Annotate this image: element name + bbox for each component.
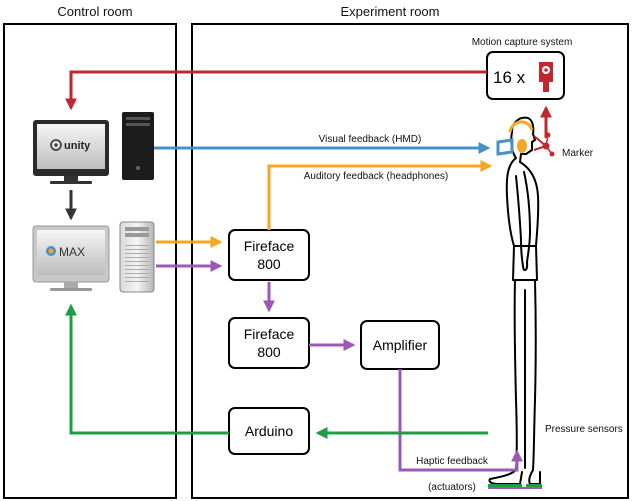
auditory-feedback-arrow <box>267 160 493 230</box>
max-label: MAX <box>59 245 85 259</box>
max-computer-tower <box>119 221 155 293</box>
pressure-sensor-right <box>526 484 542 487</box>
max-logo-icon <box>46 246 56 256</box>
arduino-label: Arduino <box>245 423 293 439</box>
marker-icon <box>533 132 555 157</box>
unity-monitor: unity <box>33 120 109 184</box>
unity-label: unity <box>64 140 91 152</box>
hmd-goggles-icon <box>496 138 514 156</box>
person-figure <box>488 116 541 485</box>
experiment-room-title: Experiment room <box>341 4 440 19</box>
arduino-to-max-arrow <box>65 303 229 435</box>
haptic-feedback-arrow <box>398 369 523 472</box>
haptic-feedback-label: Haptic feedback <box>416 456 489 467</box>
pressure-sensors-label: Pressure sensors <box>545 424 623 435</box>
fireface-2-box: Fireface 800 <box>228 317 310 369</box>
fireface-1-box: Fireface 800 <box>228 229 310 281</box>
mocap-count: 16 x <box>493 68 526 87</box>
marker-label: Marker <box>562 148 594 159</box>
mocap-to-unity-arrow <box>65 70 487 111</box>
arduino-box: Arduino <box>228 407 310 455</box>
unity-logo-icon <box>50 139 62 151</box>
mocap-title: Motion capture system <box>472 37 573 48</box>
fireface-2-label-line1: Fireface <box>244 326 295 342</box>
fireface-2-label-line2: 800 <box>257 344 281 360</box>
unity-computer-tower <box>122 112 154 180</box>
pressure-sensor-left <box>488 484 522 487</box>
camera-icon <box>539 62 553 92</box>
control-room-frame <box>3 23 177 499</box>
experiment-room-frame <box>191 23 629 499</box>
fireface-1-label-line2: 800 <box>257 256 281 272</box>
actuator-strip <box>488 487 542 489</box>
headphones-icon <box>508 120 534 153</box>
actuators-label: (actuators) <box>428 482 476 493</box>
control-room-title: Control room <box>57 4 132 19</box>
visual-feedback-label: Visual feedback (HMD) <box>319 134 422 145</box>
max-monitor: MAX <box>32 225 110 291</box>
amplifier-label: Amplifier <box>373 337 428 353</box>
amplifier-box: Amplifier <box>360 320 440 370</box>
fireface-1-label-line1: Fireface <box>244 238 295 254</box>
auditory-feedback-label: Auditory feedback (headphones) <box>304 171 449 182</box>
